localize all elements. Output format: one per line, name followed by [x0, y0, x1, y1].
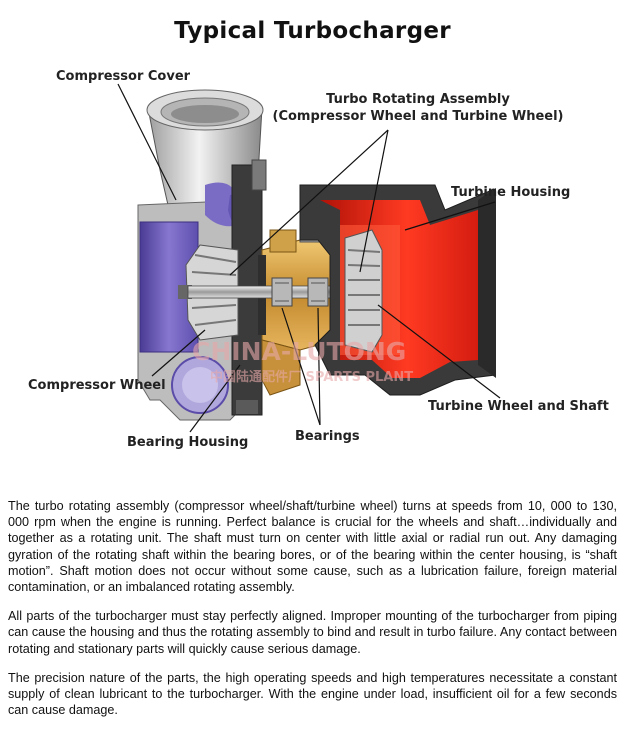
leader-lines — [117, 83, 501, 433]
label-compressor-wheel: Compressor Wheel — [28, 378, 166, 393]
label-compressor-cover: Compressor Cover — [56, 69, 191, 84]
label-turbine-housing: Turbine Housing — [451, 185, 570, 200]
label-turbine-wheel-shaft: Turbine Wheel and Shaft — [428, 399, 609, 414]
page-title: Typical Turbocharger — [174, 18, 451, 44]
turbocharger-diagram: CHINA-LUTONG 中国陆通配件厂 SPARTS PLANT Compre… — [28, 69, 609, 450]
watermark-line1: CHINA-LUTONG — [192, 337, 406, 366]
description: The turbo rotating assembly (compressor … — [8, 498, 617, 731]
label-rotating-assembly-2: (Compressor Wheel and Turbine Wheel) — [273, 109, 564, 124]
paragraph-3: The precision nature of the parts, the h… — [8, 670, 617, 718]
label-bearing-housing: Bearing Housing — [127, 435, 248, 450]
watermark-line2: 中国陆通配件厂 SPARTS PLANT — [210, 369, 413, 385]
turbo-shaft — [187, 277, 359, 307]
paragraph-1: The turbo rotating assembly (compressor … — [8, 499, 617, 595]
label-rotating-assembly-1: Turbo Rotating Assembly — [326, 92, 510, 107]
label-bearings: Bearings — [295, 429, 360, 444]
paragraph-2: All parts of the turbocharger must stay … — [8, 609, 617, 656]
turbine-wheel — [344, 229, 383, 353]
